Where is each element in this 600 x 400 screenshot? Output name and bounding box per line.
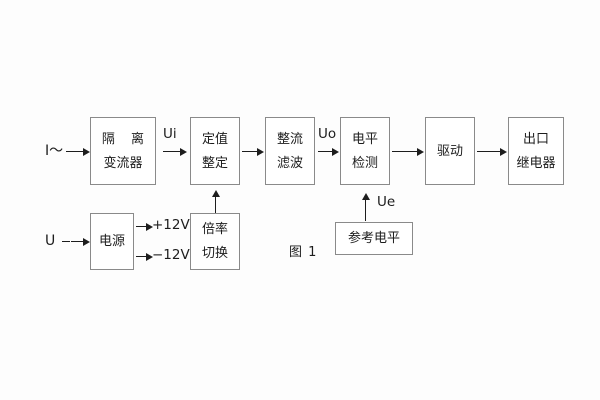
connector-rail-positive-12v	[136, 226, 148, 227]
block-rectify-filter-line-2: 滤波	[276, 155, 303, 171]
block-setting-value-line-1: 定值	[201, 131, 228, 147]
block-isolation-transformer-line-1: 隔 离	[101, 131, 151, 147]
connector-current-input	[66, 151, 84, 152]
block-reference-level: 参考电平	[335, 222, 413, 255]
connector-voltage-input-tick	[62, 241, 70, 242]
connector-ratio-to-setting	[215, 196, 216, 213]
block-setting-value-line-2: 整定	[201, 155, 228, 171]
block-ratio-switch-line-2: 切换	[201, 246, 228, 261]
rail-label-positive-12v: +12V	[152, 217, 190, 233]
arrowhead-current-input	[83, 147, 90, 156]
input-label-current: I～	[45, 143, 64, 159]
connector-reference-to-level	[365, 199, 366, 221]
figure-caption: 图 1	[289, 245, 318, 260]
input-label-voltage: U	[45, 233, 56, 249]
block-output-relay: 出口 继电器	[508, 117, 564, 185]
block-driver: 驱动	[425, 117, 475, 185]
signal-label-uo: Uo	[318, 126, 337, 142]
connector-voltage-input	[71, 241, 84, 242]
arrowhead-driver-to-relay	[500, 147, 507, 156]
block-isolation-transformer-line-2: 变流器	[103, 155, 143, 171]
connector-isolation-to-setting	[163, 151, 181, 152]
arrowhead-rail-positive-12v	[146, 222, 153, 231]
block-output-relay-line-2: 继电器	[516, 155, 556, 171]
block-level-detect-line-1: 电平	[351, 131, 378, 147]
block-ratio-switch-line-1: 倍率	[201, 222, 228, 237]
arrowhead-rail-negative-12v	[146, 252, 153, 261]
block-isolation-transformer: 隔 离 变流器	[90, 117, 156, 185]
block-driver-line-1: 驱动	[436, 143, 463, 159]
block-power-supply-line-1: 电源	[98, 234, 125, 249]
connector-level-to-driver	[392, 151, 418, 152]
arrowhead-ratio-to-setting	[211, 190, 220, 197]
block-reference-level-line-1: 参考电平	[347, 231, 400, 246]
block-power-supply: 电源	[90, 213, 134, 270]
connector-driver-to-relay	[477, 151, 501, 152]
rail-label-negative-12v: −12V	[152, 247, 190, 263]
block-level-detect-line-2: 检测	[351, 155, 378, 171]
signal-label-ui: Ui	[163, 126, 177, 142]
connector-setting-to-rectify	[242, 151, 258, 152]
block-rectify-filter: 整流 滤波	[265, 117, 315, 185]
arrowhead-reference-to-level	[361, 193, 370, 200]
arrowhead-level-to-driver	[417, 147, 424, 156]
connector-rail-negative-12v	[136, 256, 148, 257]
block-setting-value: 定值 整定	[190, 117, 240, 185]
block-level-detect: 电平 检测	[340, 117, 390, 185]
signal-label-ue: Ue	[377, 194, 396, 210]
arrowhead-setting-to-rectify	[257, 147, 264, 156]
block-ratio-switch: 倍率 切换	[190, 213, 240, 270]
arrowhead-rectify-to-level	[332, 147, 339, 156]
block-output-relay-line-1: 出口	[522, 131, 549, 147]
connector-rectify-to-level	[318, 151, 334, 152]
block-rectify-filter-line-1: 整流	[276, 131, 303, 147]
arrowhead-isolation-to-setting	[180, 147, 187, 156]
arrowhead-voltage-input	[83, 237, 90, 246]
